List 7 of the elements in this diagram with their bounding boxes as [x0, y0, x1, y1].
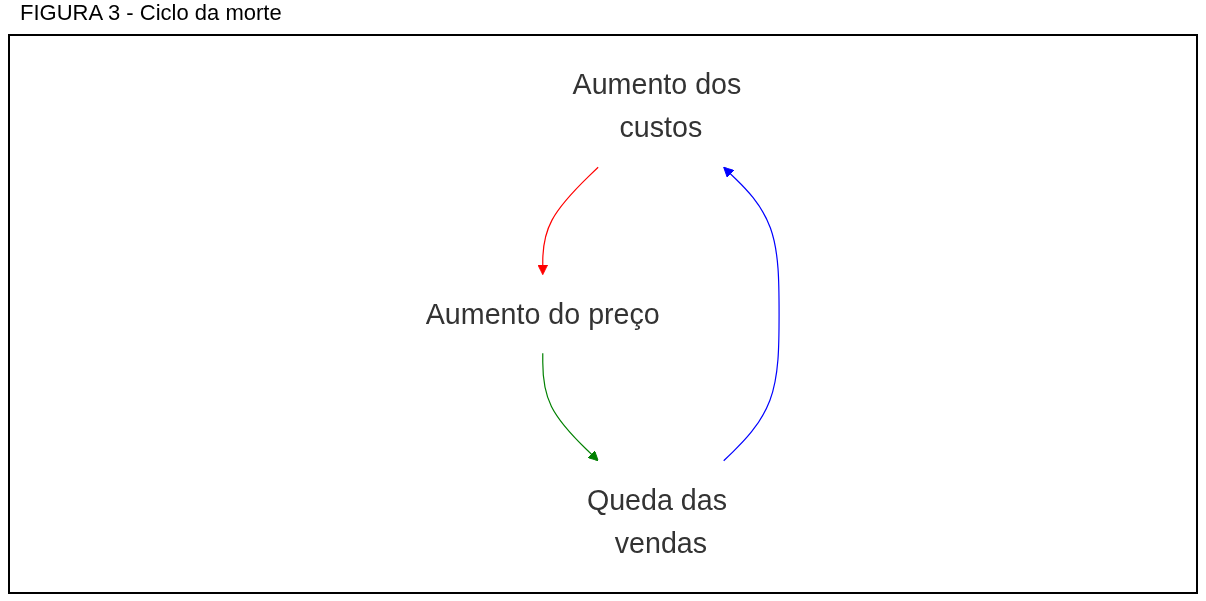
arrow — [542, 352, 599, 462]
arrow — [537, 166, 599, 276]
node-text: Queda das vendas — [586, 483, 727, 559]
arrow — [723, 166, 780, 462]
node-text: Aumento do preço — [425, 297, 660, 330]
figure-title: FIGURA 3 - Ciclo da morte — [20, 0, 282, 26]
node-text: Aumento dos custos — [572, 68, 742, 144]
